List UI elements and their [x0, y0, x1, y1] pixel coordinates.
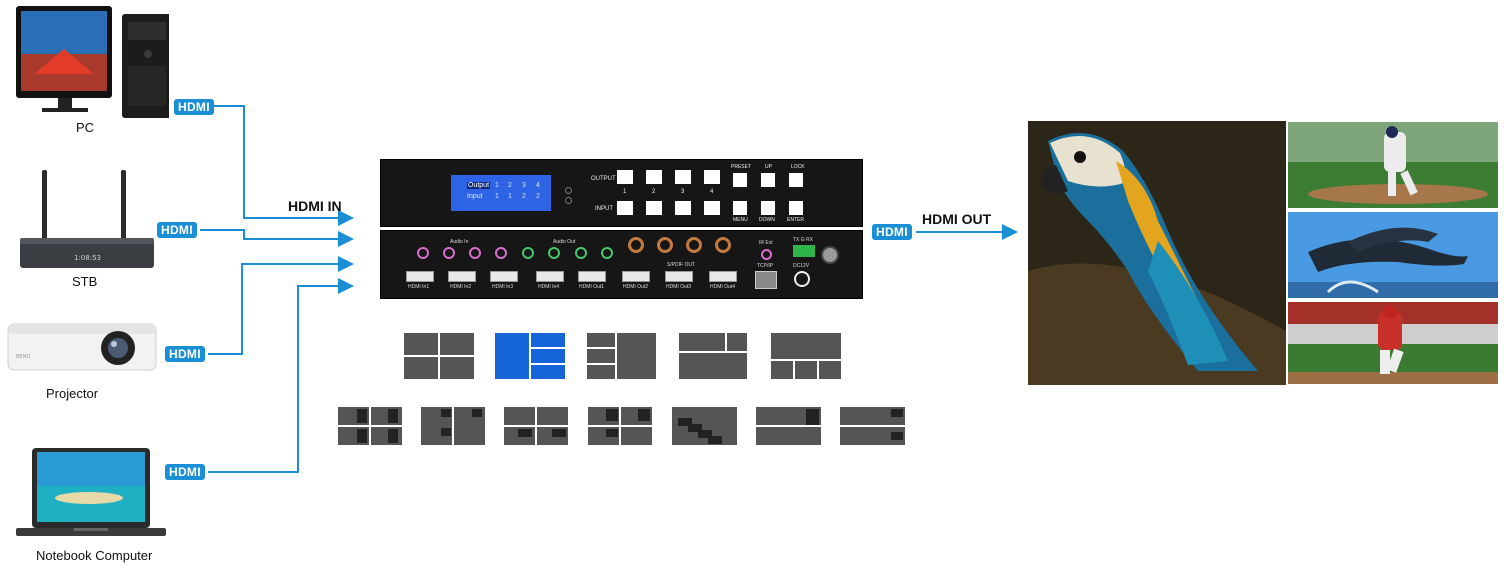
- output-display-dolphins: [1288, 212, 1498, 298]
- layout-2-top-1-bottom: [678, 332, 748, 380]
- output-display-main: [1028, 121, 1286, 385]
- layout-3-plus-1: [586, 332, 657, 380]
- output-display-baseball-runner: [1288, 302, 1498, 384]
- layout-quad: [403, 332, 475, 380]
- layout-pip-3: [503, 406, 569, 446]
- output-display-baseball-pitcher: [1288, 122, 1498, 208]
- layout-1-plus-3-active: [494, 332, 566, 380]
- layout-1-top-3-bottom: [770, 332, 842, 380]
